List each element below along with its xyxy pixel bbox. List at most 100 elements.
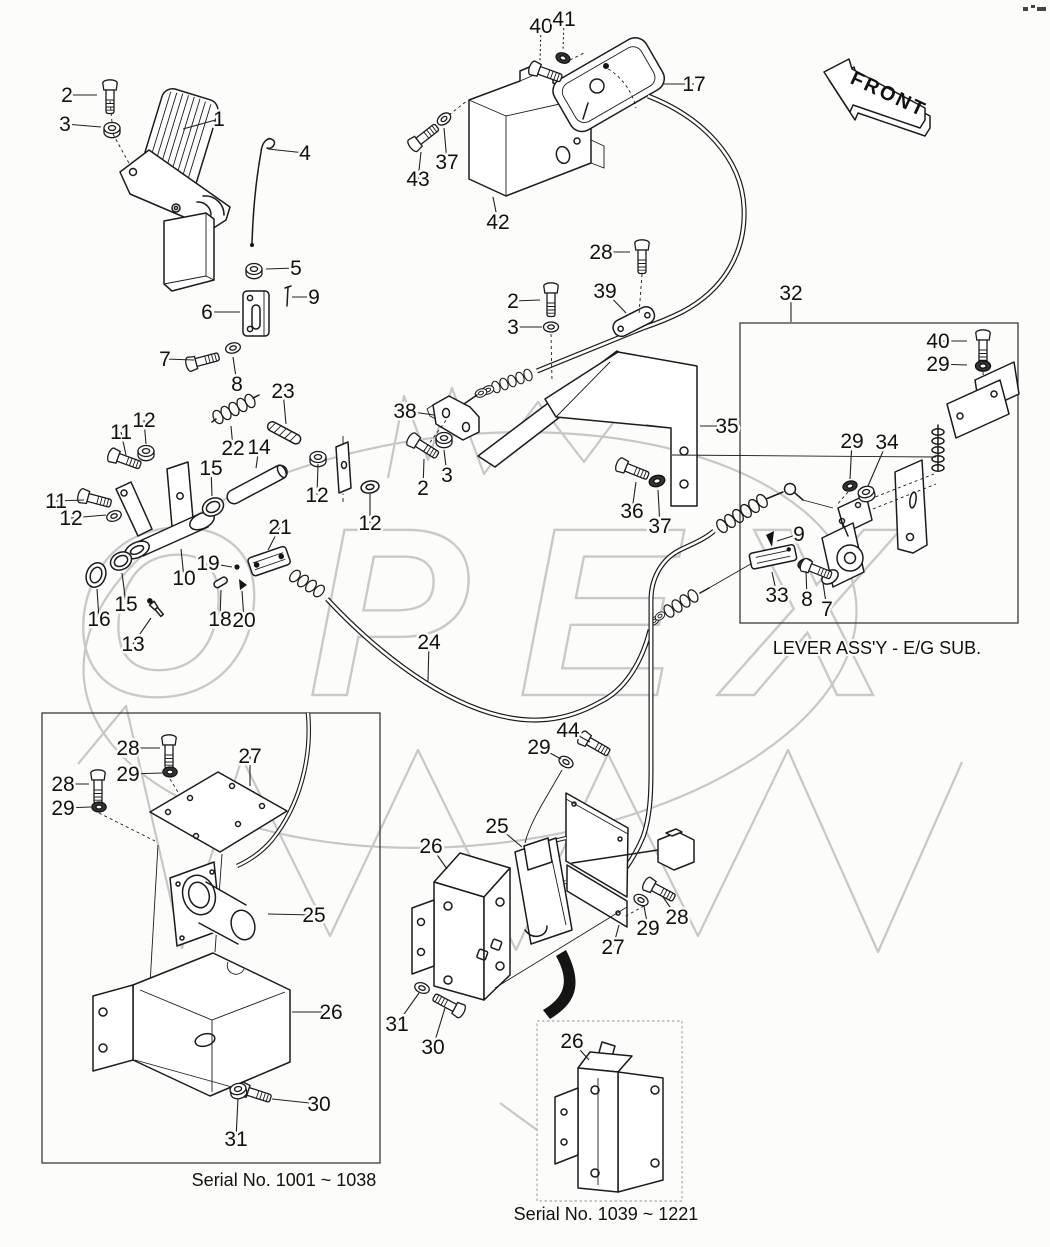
lever-bracket-plate [946, 379, 1010, 439]
callout-leader [132, 617, 152, 645]
washer-29-icon [556, 753, 576, 771]
callout-leader [539, 25, 542, 63]
callout-11: 11 [110, 421, 132, 444]
callout-29: 29 [51, 797, 74, 820]
callout-13: 13 [121, 633, 144, 656]
lever-assy-box [739, 322, 1019, 624]
watermark-fragment [499, 1102, 538, 1131]
washer-29-icon [631, 891, 651, 909]
callout-34: 34 [875, 431, 899, 454]
serial-caption-2: Serial No. 1039 ~ 1221 [514, 1204, 699, 1224]
plate-27 [149, 771, 288, 853]
ball-19-icon [234, 564, 240, 570]
plate-17 [552, 37, 666, 133]
serial-box-2 [536, 1020, 683, 1202]
block-33 [748, 543, 798, 570]
bolt-28-icon [634, 239, 650, 275]
callout-leader [120, 431, 127, 456]
callout-31: 31 [224, 1128, 247, 1151]
callout-28: 28 [51, 773, 74, 796]
serial-caption-1: Serial No. 1001 ~ 1038 [192, 1170, 377, 1190]
pedal-assembly [102, 79, 231, 292]
callout-26: 26 [560, 1030, 583, 1053]
callout-24: 24 [417, 631, 441, 654]
solenoid-25 [514, 837, 573, 945]
callout-9: 9 [308, 286, 320, 309]
nut-5-icon [245, 262, 263, 280]
callout-12: 12 [358, 512, 381, 535]
callout-36: 36 [620, 500, 643, 523]
callout-leader [235, 1097, 239, 1140]
callout-leader [849, 440, 853, 480]
callout-32: 32 [779, 282, 802, 305]
callout-leader [562, 18, 565, 52]
callout-30: 30 [307, 1093, 330, 1116]
callout-8: 8 [231, 373, 243, 396]
callout-leader [432, 1007, 446, 1048]
bolt-2-icon [543, 282, 559, 318]
callout-leader [805, 570, 808, 600]
callout-9: 9 [793, 523, 805, 546]
callout-29: 29 [527, 736, 550, 759]
callout-33: 33 [765, 584, 788, 607]
spring-pin-rod-group [75, 392, 381, 524]
callout-leader [512, 299, 541, 302]
pin-23 [266, 420, 302, 445]
serial-box-1-assembly [90, 712, 311, 1107]
callout-leader [396, 992, 420, 1025]
bolt-11-icon [105, 446, 144, 473]
callout-leader [771, 571, 778, 596]
callout-leader [62, 806, 92, 809]
callout-27: 27 [601, 936, 624, 959]
bolt-40-icon [975, 329, 991, 365]
callout-16: 16 [87, 608, 110, 631]
callout-17: 17 [682, 73, 705, 96]
callout-leader [230, 425, 234, 449]
lever-assy-caption: LEVER ASS'Y - E/G SUB. [773, 638, 981, 658]
washer-37-icon [434, 109, 454, 129]
callout-11: 11 [45, 490, 67, 513]
pedal-base [119, 149, 231, 230]
bolt-28-icon [161, 734, 177, 770]
callout-leader [180, 548, 185, 579]
callout-leader [604, 290, 627, 314]
box-26 [92, 952, 291, 1097]
bolt-2-icon [102, 79, 118, 115]
plate-12-group [335, 436, 352, 502]
pin-18-icon [213, 576, 228, 589]
callout-28: 28 [589, 241, 612, 264]
callout-40: 40 [529, 15, 552, 38]
callout-35: 35 [715, 415, 738, 438]
callout-leader [867, 441, 888, 487]
callout-leader [643, 905, 649, 929]
callout-12: 12 [59, 507, 82, 530]
callout-leader [538, 746, 562, 760]
callout-leader [662, 896, 678, 918]
callout-2: 2 [417, 477, 429, 500]
callout-leader [430, 845, 448, 870]
serial-box-2-assembly [554, 1041, 664, 1193]
callout-26: 26 [419, 835, 442, 858]
callout-leader [631, 481, 637, 512]
callout-leader [271, 1098, 320, 1105]
connector-21 [247, 545, 291, 577]
callout-leader [241, 590, 245, 621]
callout-18: 18 [208, 608, 231, 631]
callout-12: 12 [305, 484, 328, 507]
washer-31-icon [412, 980, 432, 996]
callout-leader [427, 641, 430, 682]
callout-6: 6 [201, 301, 213, 324]
callout-31: 31 [385, 1013, 408, 1036]
callout-leader [267, 526, 281, 551]
rod-4 [251, 138, 276, 244]
pin-9 [286, 286, 289, 307]
callout-leader [443, 127, 448, 163]
callout-21: 21 [268, 516, 291, 539]
callout-15: 15 [199, 457, 222, 480]
callout-leader [937, 363, 968, 366]
ball-joint [783, 482, 797, 496]
callout-30: 30 [421, 1036, 444, 1059]
callout-leader [567, 729, 591, 743]
